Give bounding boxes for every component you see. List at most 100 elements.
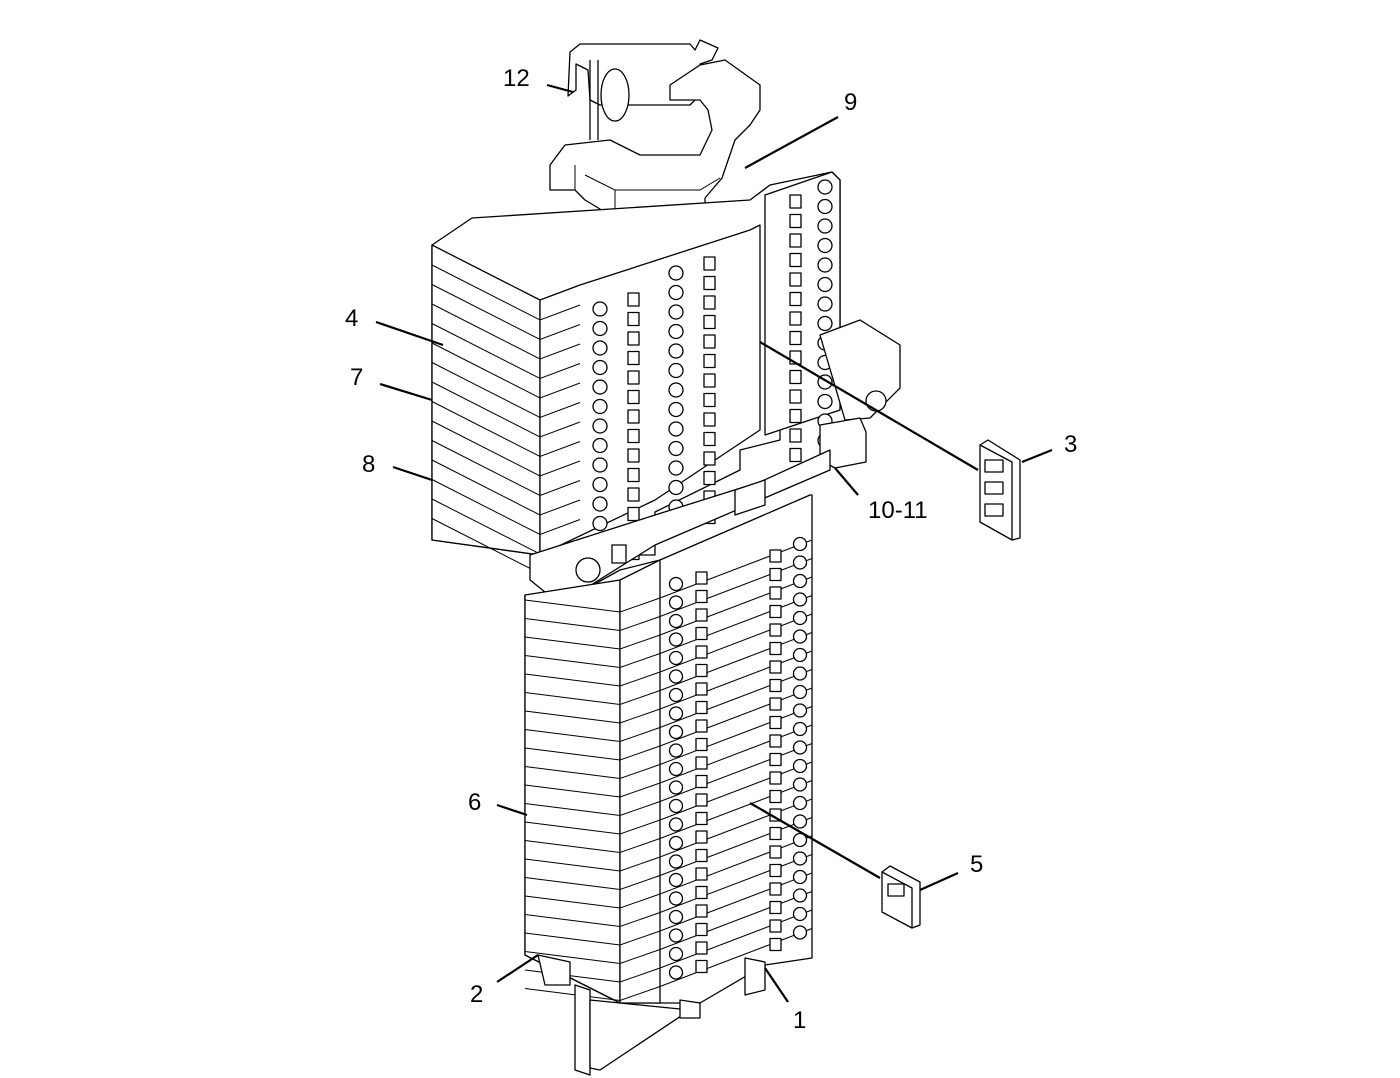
clamp-slot-icon	[703, 392, 716, 408]
clamp-slot-icon	[703, 256, 716, 271]
screw-terminal-icon	[792, 925, 808, 940]
clamp-slot-icon	[769, 586, 782, 600]
screw-terminal-icon	[817, 257, 833, 273]
screw-terminal-icon	[592, 398, 608, 415]
clamp-slot-icon	[627, 370, 640, 385]
clamp-slot-icon	[627, 409, 640, 424]
lower-layer-line	[524, 650, 813, 724]
clamp-slot-icon	[695, 700, 708, 715]
upper-layer-line	[431, 342, 581, 399]
clamp-slot-icon	[703, 275, 716, 291]
leader-lines	[375, 83, 1053, 1003]
leader-8	[392, 465, 433, 482]
screw-terminal-icon	[668, 872, 684, 888]
clamp-slot-icon	[695, 682, 708, 696]
clamp-slot-icon	[769, 660, 782, 674]
clamp-slot-icon	[695, 848, 708, 863]
screw-terminal-icon	[792, 629, 808, 644]
leader-10-11	[834, 467, 859, 496]
upper-layer-line	[431, 362, 581, 419]
callout-4: 4	[345, 305, 358, 332]
clamp-slot-icon	[695, 830, 708, 844]
screw-terminal-icon	[668, 798, 684, 814]
clamp-slot-icon	[695, 867, 708, 881]
clamp-slot-icon	[769, 863, 782, 878]
screw-terminal-icon	[668, 421, 684, 437]
clamp-slot-icon	[695, 774, 708, 789]
screw-terminal-icon	[817, 296, 833, 312]
lower-layer-line	[524, 798, 813, 872]
clamp-slot-icon	[789, 408, 802, 424]
clamp-slot-icon	[789, 233, 802, 248]
clamp-slot-icon	[627, 467, 640, 483]
callout-8: 8	[362, 451, 375, 478]
clamp-slot-icon	[769, 771, 782, 785]
upper-layer-line	[431, 264, 581, 321]
screw-terminal-icon	[792, 721, 808, 737]
leader-9	[744, 116, 839, 169]
jumper-bridge-5	[881, 865, 921, 929]
screw-terminal-icon	[668, 669, 684, 684]
callout-5: 5	[970, 851, 983, 878]
leader-4	[375, 320, 444, 347]
lower-layer-line	[524, 928, 813, 1002]
clamp-slot-icon	[627, 389, 640, 405]
lower-layer-line	[524, 669, 813, 743]
screw-terminal-icon	[592, 418, 608, 434]
lower-layer-line	[524, 761, 813, 835]
clamp-slot-icon	[789, 291, 802, 307]
screw-terminal-icon	[592, 515, 608, 532]
screw-terminal-icon	[668, 401, 684, 418]
clamp-slot-icon	[703, 295, 716, 310]
lower-layer-line	[524, 743, 813, 817]
clamp-slot-icon	[627, 331, 640, 346]
screw-terminal-icon	[817, 179, 833, 195]
clamp-slot-icon	[695, 793, 708, 807]
lower-layer-line	[524, 909, 813, 983]
screw-terminal-icon	[668, 928, 684, 943]
screw-terminal-icon	[817, 198, 833, 215]
screw-terminal-icon	[668, 284, 684, 301]
clamp-slot-icon	[789, 194, 802, 209]
lower-layer-line	[524, 854, 813, 928]
screw-terminal-icon	[668, 650, 684, 666]
clamp-slot-icon	[789, 272, 802, 287]
clamp-slot-icon	[789, 213, 802, 229]
screw-terminal-icon	[792, 758, 808, 774]
clamp-slot-icon	[695, 941, 708, 955]
clamp-slot-icon	[627, 311, 640, 327]
clamp-slot-icon	[769, 697, 782, 711]
upper-layer-line	[431, 303, 581, 360]
callout-3: 3	[1064, 431, 1077, 458]
callout-2: 2	[470, 981, 483, 1008]
clamp-slot-icon	[695, 663, 708, 678]
screw-terminal-icon	[668, 362, 684, 379]
callout-12: 12	[503, 65, 530, 92]
mounting-bracket-side	[529, 319, 901, 596]
lower-layer-line	[524, 595, 813, 669]
clamp-slot-icon	[695, 737, 708, 752]
callout-7: 7	[350, 364, 363, 391]
screw-terminal-icon	[792, 832, 808, 848]
clamp-slot-icon	[703, 431, 716, 447]
clamp-slot-icon	[769, 678, 782, 693]
screw-terminal-icon	[668, 576, 684, 592]
lower-layer-line	[524, 539, 813, 613]
screw-terminal-icon	[792, 851, 808, 866]
clamp-slot-icon	[769, 715, 782, 730]
clamp-slot-icon	[769, 789, 782, 804]
screw-terminal-icon	[792, 703, 808, 718]
clamp-slot-icon	[703, 412, 716, 427]
screw-terminal-icon	[668, 909, 684, 925]
upper-layer-line	[431, 323, 581, 380]
screw-terminal-icon	[592, 476, 608, 493]
leader-2	[496, 954, 539, 983]
screw-terminal-icon	[792, 777, 808, 792]
upper-layer-line	[431, 401, 581, 458]
leader-12	[546, 83, 574, 94]
screw-terminal-icon	[792, 814, 808, 829]
upper-layer-line	[431, 420, 581, 477]
screw-terminal-icon	[668, 965, 684, 980]
clamp-slot-icon	[769, 604, 782, 619]
lower-terminal-layers	[524, 536, 813, 1002]
